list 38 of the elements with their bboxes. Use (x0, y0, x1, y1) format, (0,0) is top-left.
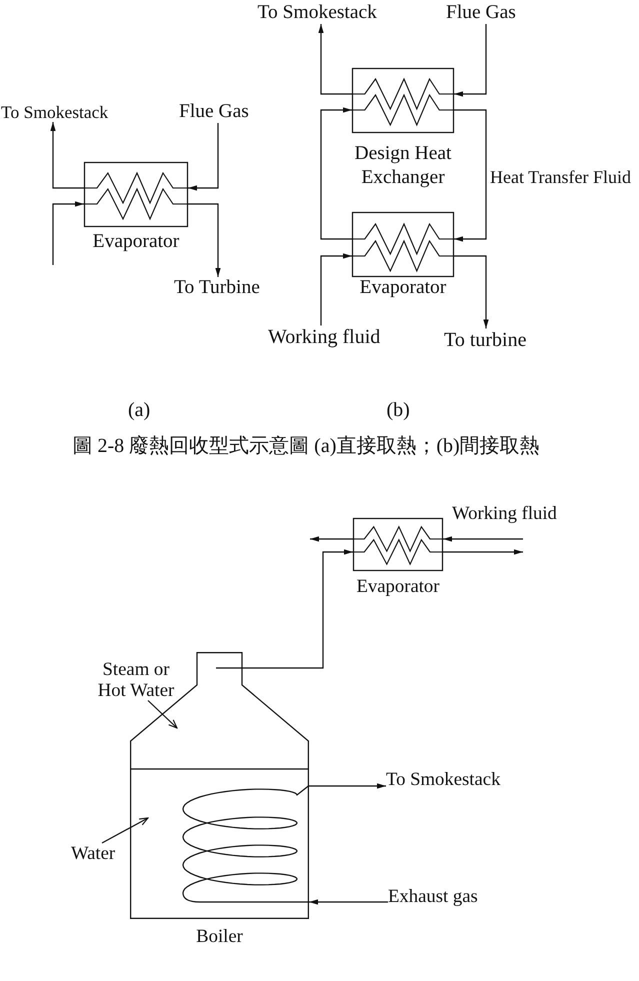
flow-arrow (320, 253, 352, 326)
stream-label: Steam or Hot Water (95, 658, 177, 700)
component-label: Design Heat Exchanger (354, 142, 452, 190)
flow-arrow (318, 24, 352, 95)
stream-label: To Smokestack (1, 102, 108, 122)
flow-arrow (310, 536, 353, 542)
stream-label: To turbine (444, 328, 526, 352)
flow-arrow (188, 123, 219, 191)
flow-arrow (309, 783, 386, 789)
subfigure-label: (b) (386, 398, 410, 422)
stream-label: Flue Gas (179, 101, 249, 123)
stream-label: To Turbine (174, 277, 260, 299)
flow-arrow (443, 536, 523, 542)
subfigure-label: (a) (128, 398, 150, 422)
flow-arrow (454, 255, 489, 328)
edge-label: Working fluid (452, 503, 557, 525)
stream-label: To Smokestack (386, 769, 500, 791)
leader-arrow (148, 700, 178, 729)
flow-arrow (50, 122, 84, 189)
component-label: Evaporator (356, 576, 440, 598)
component-label: Evaporator (360, 277, 446, 299)
stream-label: To Smokestack (258, 2, 377, 24)
stream-label: Flue Gas (446, 2, 516, 24)
flow-arrow (188, 203, 221, 277)
flow-arrow (309, 899, 388, 905)
component-label: Evaporator (92, 231, 180, 253)
flow-arrow (52, 201, 84, 265)
flow-arrow (443, 549, 523, 555)
stream-label: Working fluid (268, 326, 380, 348)
flow-arrow (320, 107, 352, 240)
stream-label: Water (71, 843, 116, 865)
flow-arrow (216, 549, 353, 669)
flow-arrow (454, 24, 487, 97)
figure-caption: 圖 2-8 廢熱回收型式示意圖 (a)直接取熱；(b)間接取熱 (72, 434, 540, 458)
stream-label: Exhaust gas (388, 886, 478, 908)
component-label: Boiler (196, 926, 243, 948)
leader-arrow (102, 817, 149, 844)
flow-arrow (454, 109, 487, 242)
